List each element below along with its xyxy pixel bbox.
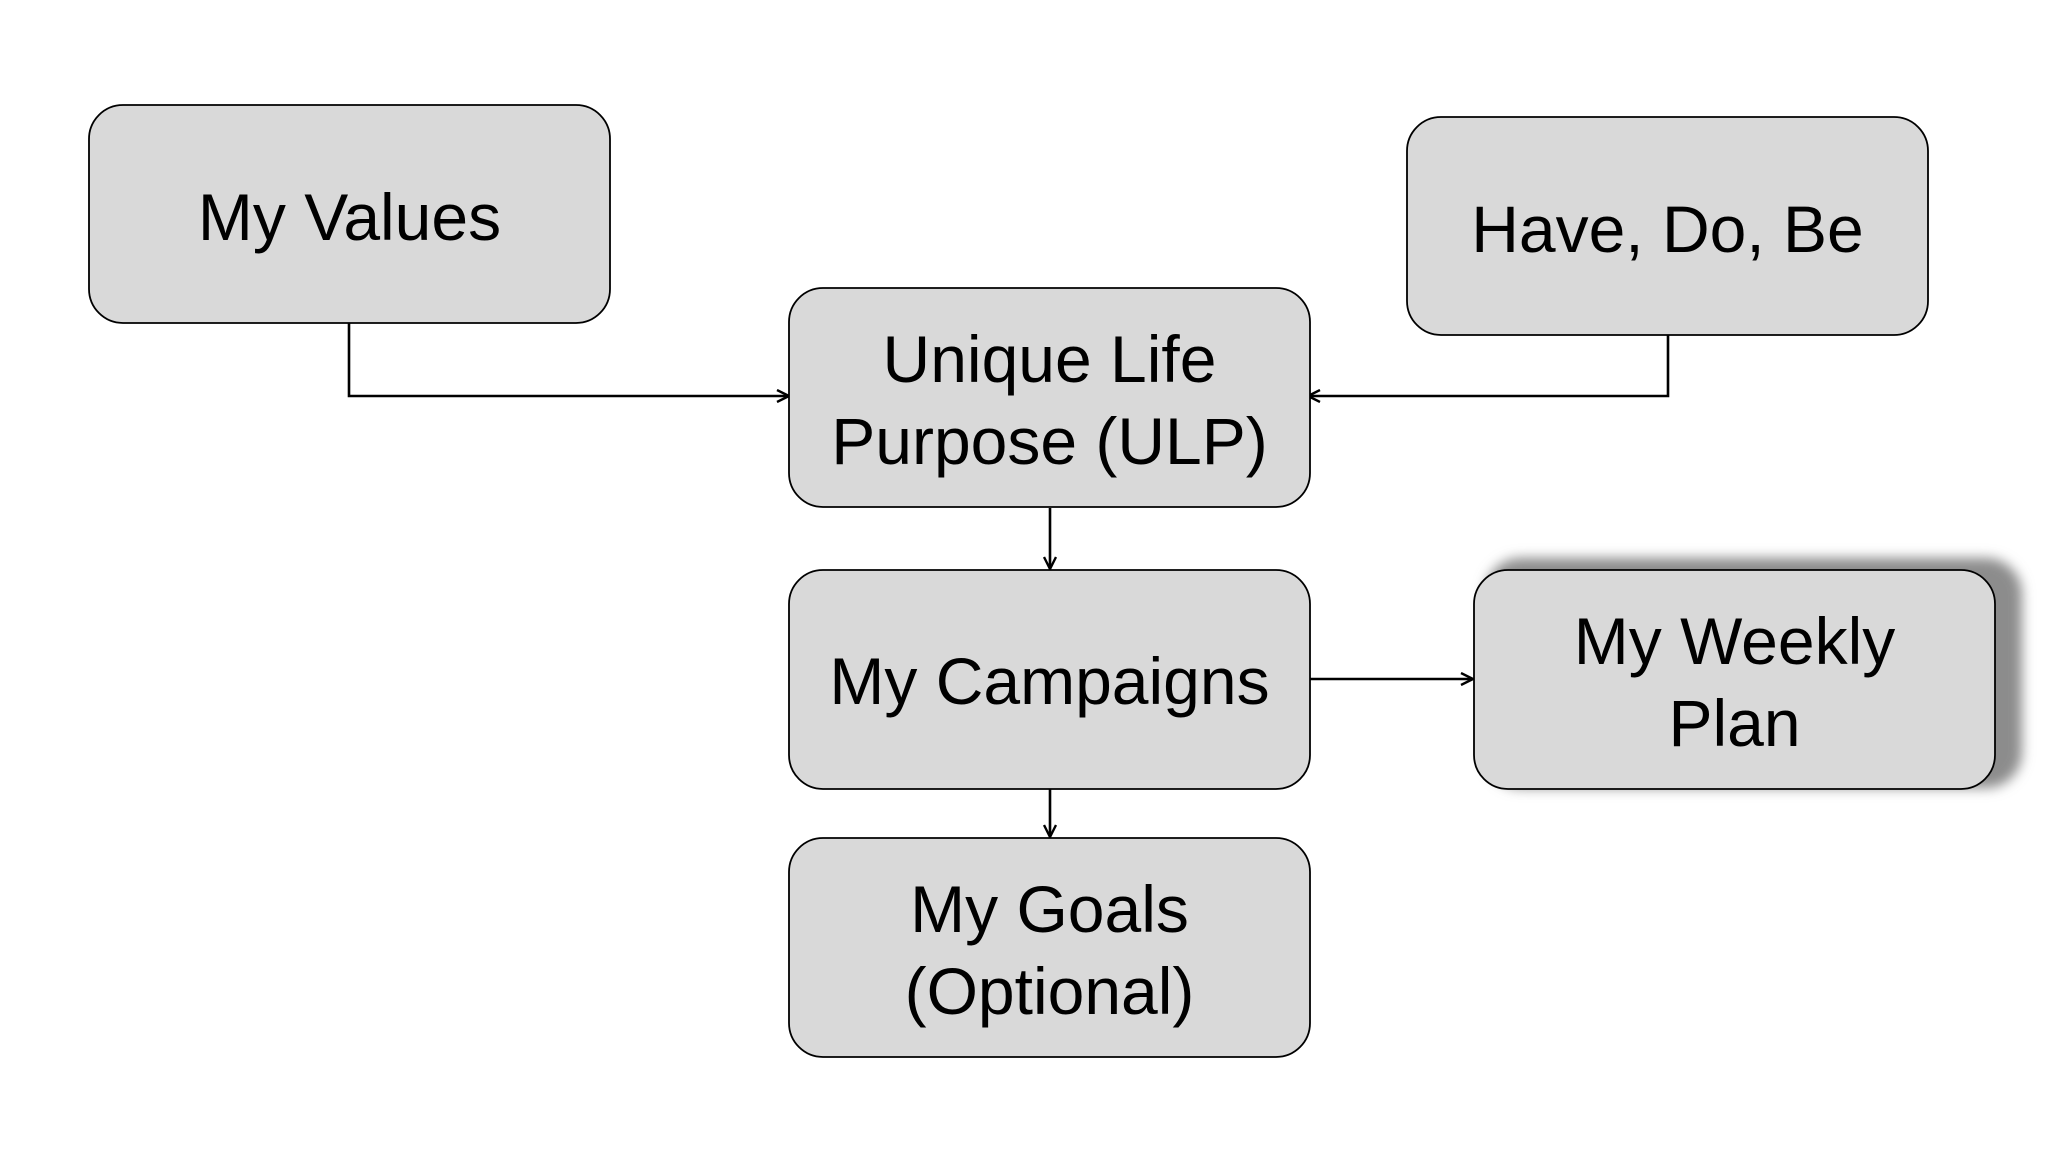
- node-unique-life-purpose: Unique Life Purpose (ULP): [788, 287, 1311, 508]
- arrow-values-to-ulp: [347, 323, 789, 396]
- arrow-have-do-be-to-ulp: [1308, 335, 1670, 396]
- connectors: [347, 323, 1670, 837]
- node-box: [88, 104, 611, 324]
- node-box: [788, 837, 1311, 1058]
- node-box: [1473, 569, 1996, 790]
- node-label-line-2: (Optional): [905, 954, 1195, 1028]
- node-box: [1406, 116, 1929, 336]
- node-label-line-1: My Weekly: [1574, 604, 1896, 678]
- node-box: [788, 287, 1311, 508]
- node-label: Have, Do, Be: [1471, 192, 1864, 266]
- node-label-line-1: My Goals: [910, 872, 1189, 946]
- node-label: My Campaigns: [829, 644, 1269, 718]
- node-my-campaigns: My Campaigns: [788, 569, 1311, 790]
- node-label: My Values: [198, 180, 501, 254]
- node-my-goals: My Goals (Optional): [788, 837, 1311, 1058]
- node-label-line-2: Purpose (ULP): [831, 404, 1268, 478]
- node-label-line-1: Unique Life: [883, 322, 1217, 396]
- node-my-weekly-plan: My Weekly Plan: [1473, 558, 2022, 790]
- node-label-line-2: Plan: [1668, 686, 1800, 760]
- node-my-values: My Values: [88, 104, 611, 324]
- node-box: [788, 569, 1311, 790]
- node-have-do-be: Have, Do, Be: [1406, 116, 1929, 336]
